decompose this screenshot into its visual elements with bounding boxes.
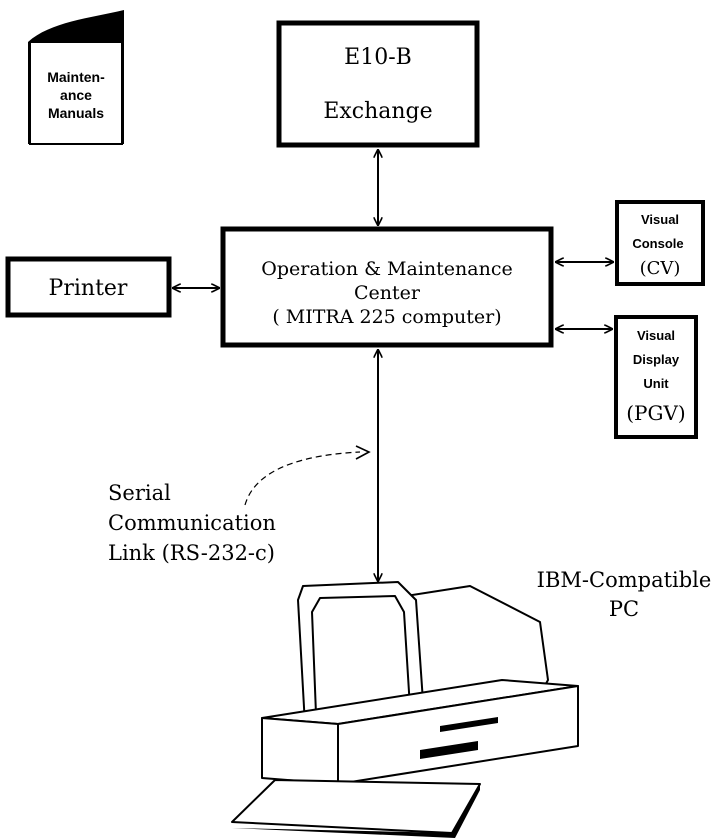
console-label-line1: Visual xyxy=(641,212,679,227)
pc-illustration xyxy=(231,581,579,838)
serial-link-label-line2: Communication xyxy=(108,511,276,535)
visual-console-node: Visual Console (CV) xyxy=(615,200,705,286)
omc-node: Operation & Maintenance Center ( MITRA 2… xyxy=(220,226,554,348)
serial-link-pointer-arrowhead xyxy=(355,445,371,460)
console-label-line2: Console xyxy=(632,236,683,251)
system-unit-side xyxy=(261,717,339,785)
printer-label: Printer xyxy=(49,276,128,301)
omc-label-line2: Center xyxy=(354,282,421,304)
pc-label-line1: IBM-Compatible xyxy=(537,568,712,592)
manuals-label-line2: ance xyxy=(60,87,92,103)
keyboard-icon xyxy=(231,779,481,834)
maintenance-manuals-node: Mainten- ance Manuals xyxy=(28,10,124,145)
exchange-label-line1: E10-B xyxy=(344,45,412,70)
visual-display-unit-node: Visual Display Unit (PGV) xyxy=(614,315,698,439)
omc-label-line1: Operation & Maintenance xyxy=(261,258,512,280)
disk-drive-slot xyxy=(420,741,478,759)
vdu-label-line2: Display xyxy=(633,352,680,367)
pc-label-line2: PC xyxy=(609,597,639,621)
vdu-label-line1: Visual xyxy=(637,328,675,343)
vdu-label-line4: (PGV) xyxy=(626,401,685,425)
disk-drive-slot xyxy=(440,717,498,732)
serial-link-label-line1: Serial xyxy=(108,481,171,505)
system-unit-icon xyxy=(337,685,579,785)
manuals-label-line1: Mainten- xyxy=(47,69,105,85)
serial-link-pointer xyxy=(244,451,361,506)
exchange-label-line2: Exchange xyxy=(323,99,432,124)
keyboard-edge xyxy=(232,784,480,838)
vdu-label-line3: Unit xyxy=(643,376,669,391)
serial-link-label-line3: Link (RS-232-c) xyxy=(108,541,275,565)
omc-label-line3: ( MITRA 225 computer) xyxy=(272,306,501,328)
exchange-node: E10-B Exchange xyxy=(276,20,480,148)
manuals-label-line3: Manuals xyxy=(48,105,104,121)
printer-node: Printer xyxy=(5,256,172,318)
console-label-line3: (CV) xyxy=(640,258,681,279)
